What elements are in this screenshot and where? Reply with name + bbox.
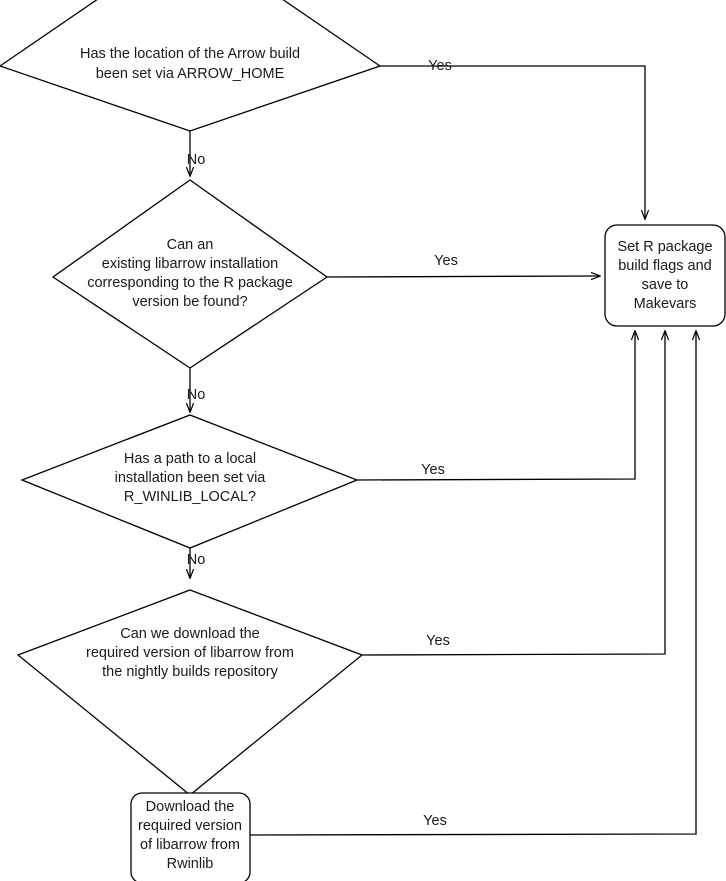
node-existing-libarrow-line4: version be found? <box>132 294 247 310</box>
node-existing-libarrow-line2: existing libarrow installation <box>102 256 279 272</box>
node-set-build-flags-shape[interactable] <box>604 224 726 327</box>
edge-winlib-yes-line <box>356 331 635 481</box>
edge-winlib-yes: Yes <box>356 331 635 481</box>
edge-arrow-home-yes: Yes <box>380 58 645 219</box>
edge-existing-no: No <box>187 368 206 412</box>
node-nightly-builds-line2: required version of libarrow from <box>86 645 294 661</box>
edge-existing-yes: Yes <box>326 253 600 277</box>
edge-nightly-yes: Yes <box>361 331 665 656</box>
node-arrow-home[interactable]: Has the location of the Arrow build been… <box>0 0 382 132</box>
edge-label-existing-yes: Yes <box>434 253 458 269</box>
node-set-build-flags-line4: Makevars <box>634 296 697 312</box>
edge-existing-yes-line <box>326 276 600 277</box>
node-winlib-local-shape[interactable] <box>20 414 359 549</box>
node-winlib-local-line3: R_WINLIB_LOCAL? <box>124 489 256 505</box>
edge-arrow-home-no: No <box>187 130 206 176</box>
node-existing-libarrow-shape[interactable] <box>51 179 329 369</box>
node-arrow-home-line2: been set via ARROW_HOME <box>96 66 285 82</box>
winlib-local-env-var-link[interactable]: R_WINLIB_LOCAL <box>124 489 248 505</box>
node-arrow-home-line2-prefix: been set via <box>96 66 177 82</box>
edge-label-arrow-home-yes: Yes <box>428 58 452 74</box>
edge-rwinlib-yes-line <box>249 331 696 836</box>
edge-label-nightly-yes: Yes <box>426 633 450 649</box>
node-nightly-builds-line3: the nightly builds repository <box>102 664 278 680</box>
node-arrow-home-shape[interactable] <box>0 0 382 132</box>
node-download-rwinlib-line2: required version <box>138 818 242 834</box>
node-nightly-builds-shape[interactable] <box>16 589 364 796</box>
edge-winlib-no: No <box>187 548 206 578</box>
edge-label-existing-no: No <box>187 387 206 403</box>
node-download-rwinlib-line1: Download the <box>146 799 235 815</box>
node-set-build-flags-line3: save to <box>642 277 689 293</box>
node-nightly-builds-line1: Can we download the <box>120 626 259 642</box>
node-existing-libarrow[interactable]: Can an existing libarrow installation co… <box>51 179 329 369</box>
node-winlib-local-line3-suffix: ? <box>248 489 256 505</box>
edge-nightly-yes-line <box>361 331 665 656</box>
edge-label-rwinlib-yes: Yes <box>423 813 447 829</box>
node-set-build-flags[interactable]: Set R package build flags and save to Ma… <box>604 224 726 327</box>
node-download-rwinlib[interactable]: Download the required version of libarro… <box>130 792 251 881</box>
node-set-build-flags-line2: build flags and <box>618 258 712 274</box>
arrow-home-env-var-link[interactable]: ARROW_HOME <box>177 66 284 82</box>
edge-rwinlib-yes: Yes <box>249 331 696 836</box>
node-arrow-home-line1: Has the location of the Arrow build <box>80 46 300 62</box>
node-download-rwinlib-line3: of libarrow from <box>140 837 240 853</box>
edge-arrow-home-yes-line <box>380 65 645 219</box>
node-download-rwinlib-line4: Rwinlib <box>167 856 214 872</box>
node-winlib-local-line1: Has a path to a local <box>124 451 256 467</box>
node-existing-libarrow-line1: Can an <box>167 237 214 253</box>
edge-label-winlib-yes: Yes <box>421 462 445 478</box>
edge-label-arrow-home-no: No <box>187 152 206 168</box>
node-set-build-flags-line1: Set R package <box>617 239 712 255</box>
node-winlib-local[interactable]: Has a path to a local installation been … <box>20 414 359 549</box>
node-existing-libarrow-line3: corresponding to the R package <box>87 275 293 291</box>
edge-label-winlib-no: No <box>187 552 206 568</box>
node-winlib-local-line2: installation been set via <box>115 470 267 486</box>
node-nightly-builds[interactable]: Can we download the required version of … <box>16 589 364 796</box>
node-download-rwinlib-shape[interactable] <box>130 792 251 881</box>
